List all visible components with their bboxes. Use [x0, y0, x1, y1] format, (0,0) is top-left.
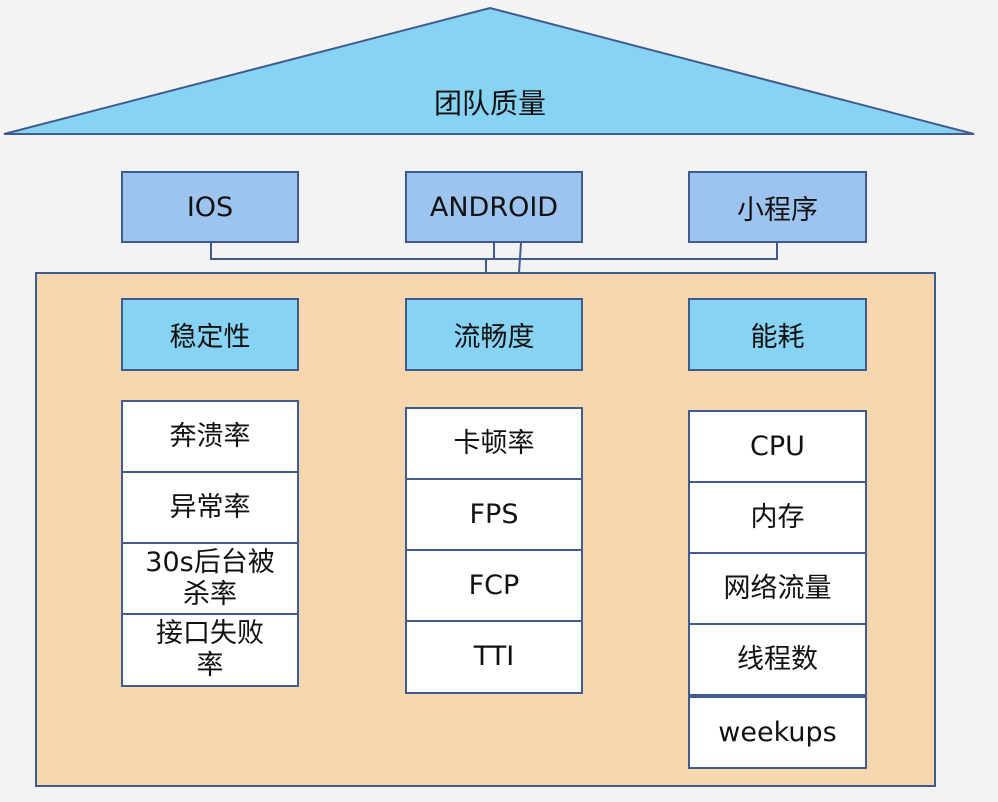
energy-metrics: CPU 内存 网络流量 线程数 weekups [688, 410, 867, 769]
diagram-title: 团队质量 [433, 87, 546, 120]
stability-metrics: 奔溃率 异常率 30s后台被杀率 接口失败率 [121, 400, 299, 687]
metric-tti: TTI [405, 620, 583, 694]
metric-background-kill-rate: 30s后台被杀率 [121, 542, 299, 615]
metric-wakeups: weekups [688, 696, 867, 769]
metric-memory: 内存 [688, 481, 867, 554]
metric-jank-rate: 卡顿率 [405, 407, 583, 480]
metric-network-traffic: 网络流量 [688, 552, 867, 625]
smoothness-metrics: 卡顿率 FPS FCP TTI [405, 407, 583, 694]
metric-api-failure-rate: 接口失败率 [121, 613, 299, 687]
platform-mini-program: 小程序 [688, 171, 867, 243]
metric-thread-count: 线程数 [688, 623, 867, 696]
metric-fps: FPS [405, 478, 583, 551]
metric-exception-rate: 异常率 [121, 471, 299, 544]
category-energy: 能耗 [688, 298, 867, 371]
category-smoothness: 流畅度 [405, 298, 583, 371]
metric-fcp: FCP [405, 549, 583, 622]
metric-crash-rate: 奔溃率 [121, 400, 299, 473]
platform-android: ANDROID [405, 171, 583, 243]
metric-cpu: CPU [688, 410, 867, 483]
roof-triangle [3, 6, 975, 135]
platform-ios: IOS [121, 171, 299, 243]
category-stability: 稳定性 [121, 298, 299, 371]
